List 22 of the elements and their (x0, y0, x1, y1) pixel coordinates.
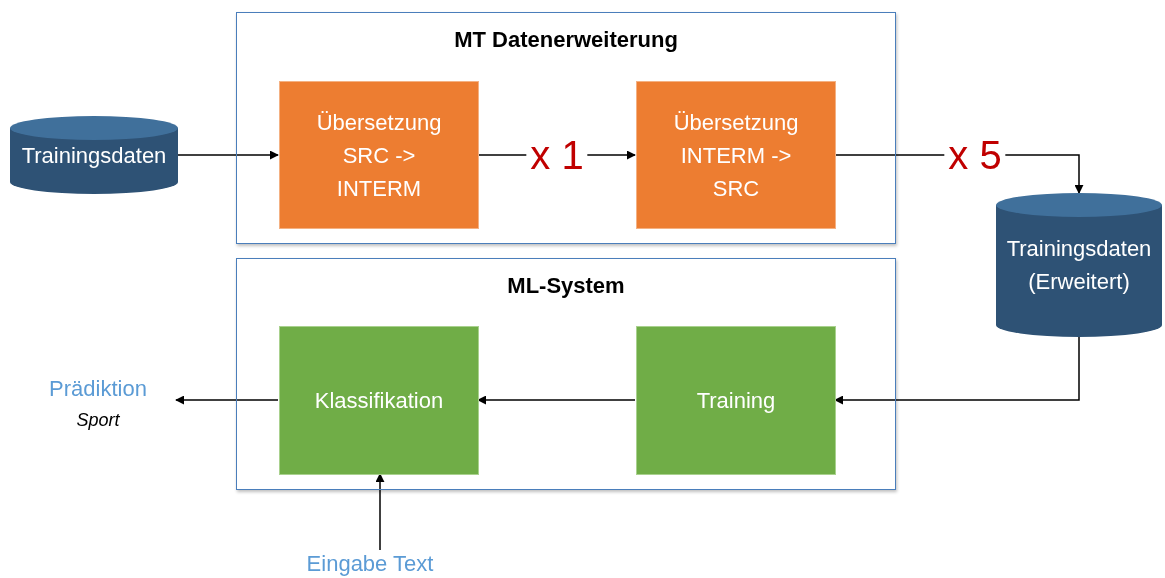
group-title: ML-System (507, 273, 625, 299)
prediction-value: Sport (76, 409, 120, 431)
box-label: Training (695, 387, 777, 415)
box-label: Klassifikation (313, 387, 445, 415)
box-label: Trainingsdaten (Erweitert) (1005, 235, 1153, 296)
arrow (375, 473, 385, 551)
group-frame (236, 258, 896, 490)
text-label: Eingabe Text (306, 551, 434, 577)
process-box (636, 326, 836, 475)
box-label: Trainingsdaten (20, 141, 168, 170)
process-box (636, 81, 836, 229)
arrow (477, 395, 636, 405)
group-title: MT Datenerweiterung (454, 27, 678, 53)
arrow (834, 336, 1080, 405)
text-label: Prädiktion (49, 375, 147, 402)
arrow (177, 150, 279, 160)
process-box (279, 81, 479, 229)
process-box (279, 326, 479, 475)
box-label: Übersetzung SRC -> INTERM (315, 108, 443, 203)
arrow (175, 395, 279, 405)
box-label: Übersetzung INTERM -> SRC (672, 108, 800, 203)
group-frame (236, 12, 896, 244)
